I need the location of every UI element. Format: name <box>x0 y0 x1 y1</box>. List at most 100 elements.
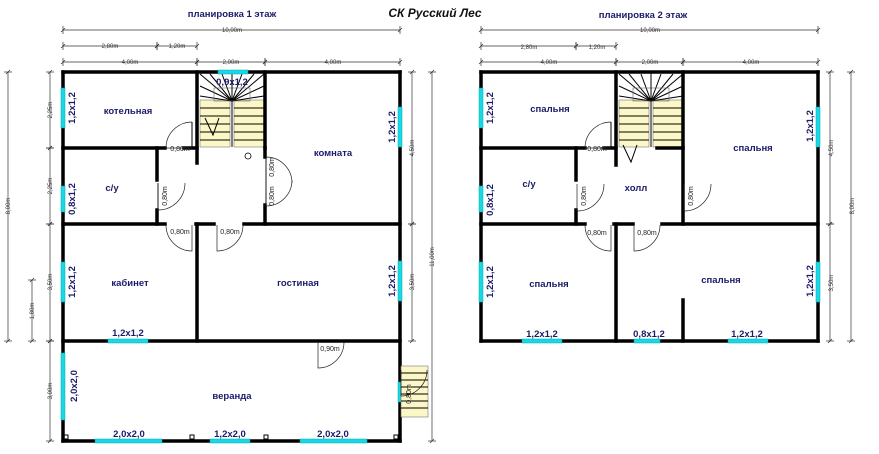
window-label: 1,2x1,2 <box>805 265 816 297</box>
dim-label: 1,20m <box>169 44 186 50</box>
window <box>633 338 661 344</box>
window-label: 1,2x1,2 <box>526 329 558 340</box>
window-label: 1,2x1,2 <box>805 110 816 142</box>
window-label: 1,2x1,2 <box>67 266 78 298</box>
dim-label: 3,00m <box>48 383 54 400</box>
winder-step <box>199 95 233 102</box>
room-bedroom: спальня <box>733 143 772 154</box>
window-label: 2,0x2,0 <box>317 429 349 440</box>
door-swing <box>265 156 293 184</box>
window <box>60 87 66 129</box>
dimension-tick <box>60 27 66 33</box>
winder-step <box>199 85 233 102</box>
floor1-title: планировка 1 этаж <box>188 9 277 20</box>
dimension-tick <box>478 59 484 65</box>
room-bedroom: спальня <box>530 104 569 115</box>
dim-label: 4,00m <box>743 60 760 66</box>
floor2-title: планировка 2 этаж <box>599 10 688 21</box>
post <box>63 434 69 440</box>
window <box>815 261 821 303</box>
room-bedroom: спальня <box>529 279 568 290</box>
dim-label: 10,00m <box>640 28 660 34</box>
room-bathroom: с/у <box>522 179 536 190</box>
dimension-tick <box>397 59 403 65</box>
post <box>263 434 269 440</box>
window-label: 1,2x1,2 <box>387 111 398 143</box>
window <box>478 261 484 303</box>
window <box>478 185 484 213</box>
dimension-tick <box>827 338 833 344</box>
dim-label: 4,50m <box>410 140 416 157</box>
door-label: 0,80m <box>587 146 607 153</box>
window-label: 1,2x1,2 <box>387 265 398 297</box>
dimension-tick <box>5 69 11 75</box>
post <box>189 434 195 440</box>
dim-label: 3,50m <box>829 275 835 292</box>
dimension-tick <box>680 59 686 65</box>
winder-step <box>640 73 652 102</box>
door-swing <box>216 224 244 252</box>
window-label: 1,2x1,2 <box>112 328 144 339</box>
winder-step <box>650 73 662 102</box>
dimension-tick <box>397 27 403 33</box>
door-label: 0,80m <box>406 384 413 404</box>
window-label: 0,9x1,2 <box>216 77 248 88</box>
dimension-tick <box>47 69 53 75</box>
dimension-tick <box>478 43 484 49</box>
door-label: 0,90m <box>320 346 340 353</box>
window <box>727 338 769 344</box>
winder-step <box>650 73 674 102</box>
window <box>60 261 66 303</box>
dimension-tick <box>827 69 833 75</box>
dimension-tick <box>409 69 415 75</box>
dim-label: 1,80m <box>30 303 36 320</box>
window <box>60 185 66 213</box>
window <box>94 438 163 444</box>
dimension-tick <box>194 59 200 65</box>
window <box>217 69 249 75</box>
dimension-tick <box>47 438 53 444</box>
dimension-tick <box>848 338 854 344</box>
stair-post <box>244 152 252 160</box>
dimension-tick <box>154 43 160 49</box>
dimension-tick <box>409 221 415 227</box>
floor1: планировка 1 этаж 10,00m 2,80m 1,20m 4,0… <box>6 9 436 440</box>
dim-label: 10,00m <box>222 28 242 34</box>
dimension-tick <box>478 27 484 33</box>
window-label: 1,2x1,2 <box>485 266 496 298</box>
winder-step <box>209 73 233 102</box>
door-label: 0,80m <box>637 230 657 237</box>
door-swing <box>317 341 345 369</box>
dim-label: 2,25m <box>48 102 54 119</box>
window-label: 1,2x1,2 <box>485 92 496 124</box>
door-label: 0,80m <box>688 186 695 206</box>
window <box>815 106 821 148</box>
room-boiler: котельная <box>104 106 153 117</box>
winder-step <box>231 85 265 102</box>
room-hall: холл <box>625 183 648 194</box>
plan-geometry <box>4 26 855 444</box>
dim-label: 8,00m <box>6 198 12 215</box>
door-label: 0,80m <box>269 186 276 206</box>
dimension-tick <box>29 277 35 283</box>
winder-step <box>650 73 684 102</box>
dim-label: 2,80m <box>102 44 119 50</box>
door-label: 0,80m <box>587 230 607 237</box>
window <box>299 438 368 444</box>
dimension-tick <box>29 338 35 344</box>
dimension-tick <box>47 338 53 344</box>
door-label: 0,80m <box>581 186 588 206</box>
dim-label: 2,00m <box>642 60 659 66</box>
dim-label: 2,80m <box>521 45 538 51</box>
dim-label: 11,00m <box>430 247 436 267</box>
door-swing <box>584 121 612 149</box>
dimension-tick <box>815 59 821 65</box>
dimension-tick <box>573 43 579 49</box>
dimension-tick <box>848 69 854 75</box>
winder-step <box>231 73 265 102</box>
dim-label: 2,25m <box>48 178 54 195</box>
dimension-tick <box>409 338 415 344</box>
winder-step <box>199 73 233 102</box>
winder-step <box>618 73 652 102</box>
